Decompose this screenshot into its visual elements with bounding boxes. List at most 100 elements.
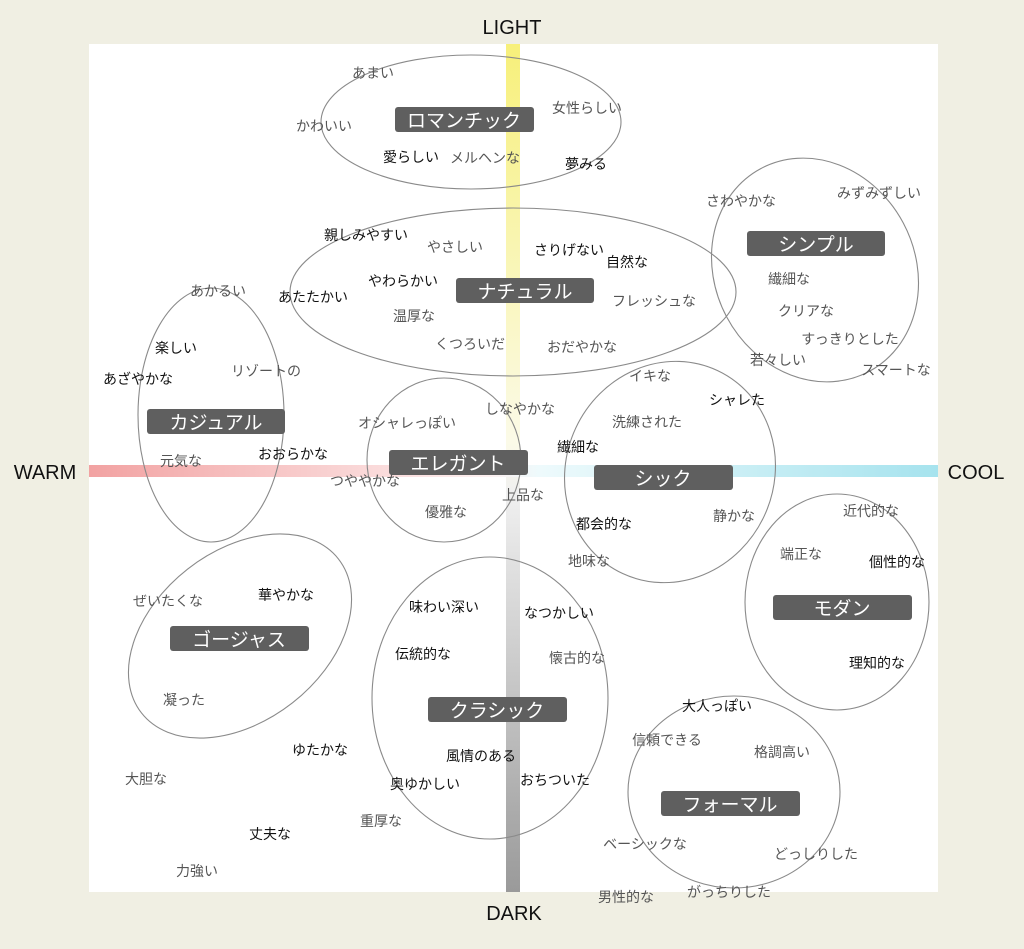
word-tsuyayaka: つややかな xyxy=(330,474,400,490)
cluster-simple-label: シンプル xyxy=(778,234,853,256)
word-beeshikku: ベーシックな xyxy=(603,837,687,853)
oval-natural xyxy=(289,207,737,377)
word-kaikoteki: 懐古的な xyxy=(549,650,605,667)
oval-gorgeous xyxy=(127,533,353,739)
word-ooraka: おおらかな xyxy=(258,447,328,463)
word-joubu: 丈夫な xyxy=(249,827,291,843)
word-akarui: あかるい xyxy=(190,284,246,300)
axis-label-light: LIGHT xyxy=(483,17,542,39)
word-sawayaka: さわやかな xyxy=(706,194,776,210)
cluster-gorgeous-label: ゴージャス xyxy=(192,629,286,651)
cluster-romantic: ロマンチック xyxy=(395,107,534,132)
word-mizumizushii: みずみずしい xyxy=(837,186,921,202)
word-dosshiri: どっしりした xyxy=(774,847,858,863)
word-otonappoi: 大人っぽい xyxy=(682,699,752,715)
word-tansei: 端正な xyxy=(780,547,822,563)
word-sharetai: シャレた xyxy=(709,393,765,409)
cluster-formal-label: フォーマル xyxy=(682,794,777,816)
word-kuria: クリアな xyxy=(778,304,834,320)
word-rizooto: リゾートの xyxy=(231,364,301,380)
axis-label-dark: DARK xyxy=(486,903,542,925)
word-azayaka: あざやかな xyxy=(103,371,173,388)
cluster-natural-label: ナチュラル xyxy=(477,281,572,303)
word-daitan: 大胆な xyxy=(125,772,167,788)
word-juukou: 重厚な xyxy=(360,814,402,830)
word-fuzei: 風情のある xyxy=(446,749,516,765)
word-yuuga: 優雅な xyxy=(425,505,467,521)
word-richiteki: 理知的な xyxy=(849,655,905,672)
word-kawaii: かわいい xyxy=(296,119,352,135)
word-koseiteki: 個性的な xyxy=(869,555,925,571)
word-oshare: オシャレっぽい xyxy=(358,416,456,432)
word-ochitsuita: おちついた xyxy=(520,773,590,789)
word-jimi: 地味な xyxy=(568,554,610,570)
word-iki: イキな xyxy=(629,369,671,385)
cluster-elegant: エレガント xyxy=(389,450,528,475)
word-tanoshii: 楽しい xyxy=(155,341,197,357)
word-shitashimi: 親しみやすい xyxy=(324,228,408,244)
word-atatakai: あたたかい xyxy=(278,290,348,306)
cluster-elegant-label: エレガント xyxy=(410,453,505,475)
word-sumaato: スマートな xyxy=(861,363,931,379)
cluster-chic-label: シック xyxy=(634,468,691,490)
cluster-classic: クラシック xyxy=(428,697,567,722)
word-danseiteki: 男性的な xyxy=(598,890,654,906)
word-hanayaka: 華やかな xyxy=(258,588,314,604)
word-yutaka: ゆたかな xyxy=(292,743,348,759)
word-chikarazuyoi: 力強い xyxy=(176,864,218,880)
axis-label-warm: WARM xyxy=(14,462,77,484)
cluster-romantic-label: ロマンチック xyxy=(407,110,521,132)
word-yasashii: やさしい xyxy=(427,240,483,256)
word-dentouteki: 伝統的な xyxy=(395,647,451,663)
word-tokaiteki: 都会的な xyxy=(576,517,632,533)
word-furesshu: フレッシュな xyxy=(612,294,696,310)
oval-classic xyxy=(371,556,609,840)
oval-simple xyxy=(710,157,920,383)
word-joseirashii: 女性らしい xyxy=(552,100,622,117)
cluster-simple: シンプル xyxy=(747,231,885,256)
cluster-classic-label: クラシック xyxy=(450,700,545,722)
word-natsukashii: なつかしい xyxy=(524,606,594,622)
word-yawarakai: やわらかい xyxy=(368,274,438,290)
oval-formal xyxy=(627,695,841,889)
word-zeitaku: ぜいたくな xyxy=(133,594,203,610)
word-ajiwai: 味わい深い xyxy=(409,600,479,616)
word-shinrai: 信頼できる xyxy=(632,733,702,749)
word-kotta: 凝った xyxy=(163,693,205,709)
word-okuyukashii: 奥ゆかしい xyxy=(390,776,460,793)
word-genki: 元気な xyxy=(160,454,202,470)
word-odayaka: おだやかな xyxy=(547,340,617,356)
cluster-casual-label: カジュアル xyxy=(169,412,262,434)
cluster-modern-label: モダン xyxy=(813,598,870,620)
word-gacchiri: がっちりした xyxy=(687,885,771,901)
word-meruhen: メルヘンな xyxy=(450,151,520,167)
word-kindaiteki: 近代的な xyxy=(843,504,899,520)
oval-chic xyxy=(563,360,777,584)
word-shinayaka: しなやかな xyxy=(485,402,555,418)
word-jouhin: 上品な xyxy=(502,488,544,504)
word-shizen: 自然な xyxy=(606,254,648,271)
cluster-formal: フォーマル xyxy=(661,791,800,816)
word-yumemiru: 夢みる xyxy=(565,157,607,173)
word-sensai2: 繊細な xyxy=(557,440,599,456)
word-kakuchou: 格調高い xyxy=(754,744,810,761)
word-amai: あまい xyxy=(352,66,394,82)
cluster-modern: モダン xyxy=(773,595,912,620)
word-sensai: 繊細な xyxy=(768,272,810,288)
cluster-chic: シック xyxy=(594,465,733,490)
cluster-casual: カジュアル xyxy=(147,409,285,434)
word-shizuka: 静かな xyxy=(713,509,755,525)
word-onkou: 温厚な xyxy=(393,309,435,325)
cluster-natural: ナチュラル xyxy=(456,278,594,303)
axis-label-cool: COOL xyxy=(948,462,1005,484)
word-senren: 洗練された xyxy=(612,415,682,431)
oval-romantic xyxy=(320,54,622,190)
word-airashii: 愛らしい xyxy=(383,150,439,166)
cluster-gorgeous: ゴージャス xyxy=(170,626,309,651)
oval-modern xyxy=(744,493,930,711)
word-wakawakashii: 若々しい xyxy=(750,353,806,369)
word-sukkiri: すっきりとした xyxy=(801,332,898,348)
word-kutsuroida: くつろいだ xyxy=(435,337,505,353)
word-sarigenai: さりげない xyxy=(534,243,604,259)
